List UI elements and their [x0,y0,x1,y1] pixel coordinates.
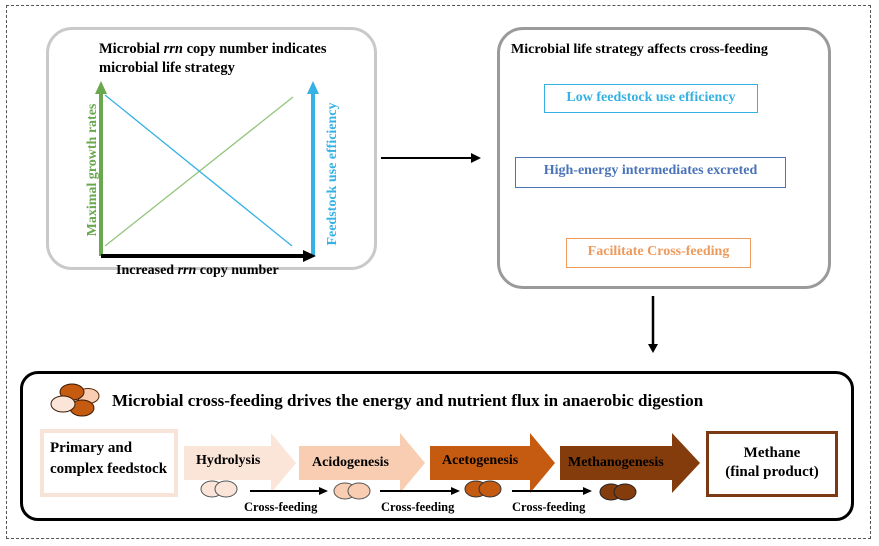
arrow-right-to-bottom-head [648,344,658,353]
right-panel-title: Microbial life strategy affects cross-fe… [511,42,768,57]
microbe-cluster-icon [50,383,100,417]
microbe-pair-icon [464,480,502,498]
microbe-pair-icon [200,480,238,498]
acetogenesis-arrow [430,433,555,493]
intermediates-excreted-box: High-energy intermediates excreted [515,157,786,188]
microbe-pair-icon [333,482,371,500]
efficiency-trend-line [104,94,293,247]
left-panel-title: Microbial rrn copy number indicates micr… [99,41,327,76]
acetogenesis-label: Acetogenesis [442,453,519,468]
rrn-copy-number-axis-arrowhead [303,250,316,262]
cross-feeding-label: Cross-feeding [244,500,318,514]
acidogenesis-label: Acidogenesis [312,455,389,470]
growth-rate-axis-arrowhead [95,81,107,94]
methanogenesis-arrow [560,433,700,493]
rrn-copy-number-axis-label: Increased rrn copy number [116,263,279,278]
left-to-right-arrowhead [471,153,481,163]
hydrolysis-label: Hydrolysis [196,453,261,468]
acidogenesis-arrow [299,433,425,493]
hydrolysis-arrow [184,433,296,493]
microbe-pair-icon [599,483,637,501]
facilitate-cross-feeding-box: Facilitate Cross-feeding [566,238,751,268]
bottom-panel-title: Microbial cross-feeding drives the energ… [112,391,704,410]
feedstock-box: Primary and complex feedstock [40,429,178,497]
methane-product-box: Methane (final product) [706,431,838,497]
methanogenesis-label: Methanogenesis [568,455,664,470]
low-efficiency-box: Low feedstock use efficiency [544,84,758,113]
dashed-outer-frame [6,5,871,539]
cross-feeding-label: Cross-feeding [512,500,586,514]
cross-feeding-label: Cross-feeding [381,500,455,514]
efficiency-axis-arrowhead [307,81,319,94]
